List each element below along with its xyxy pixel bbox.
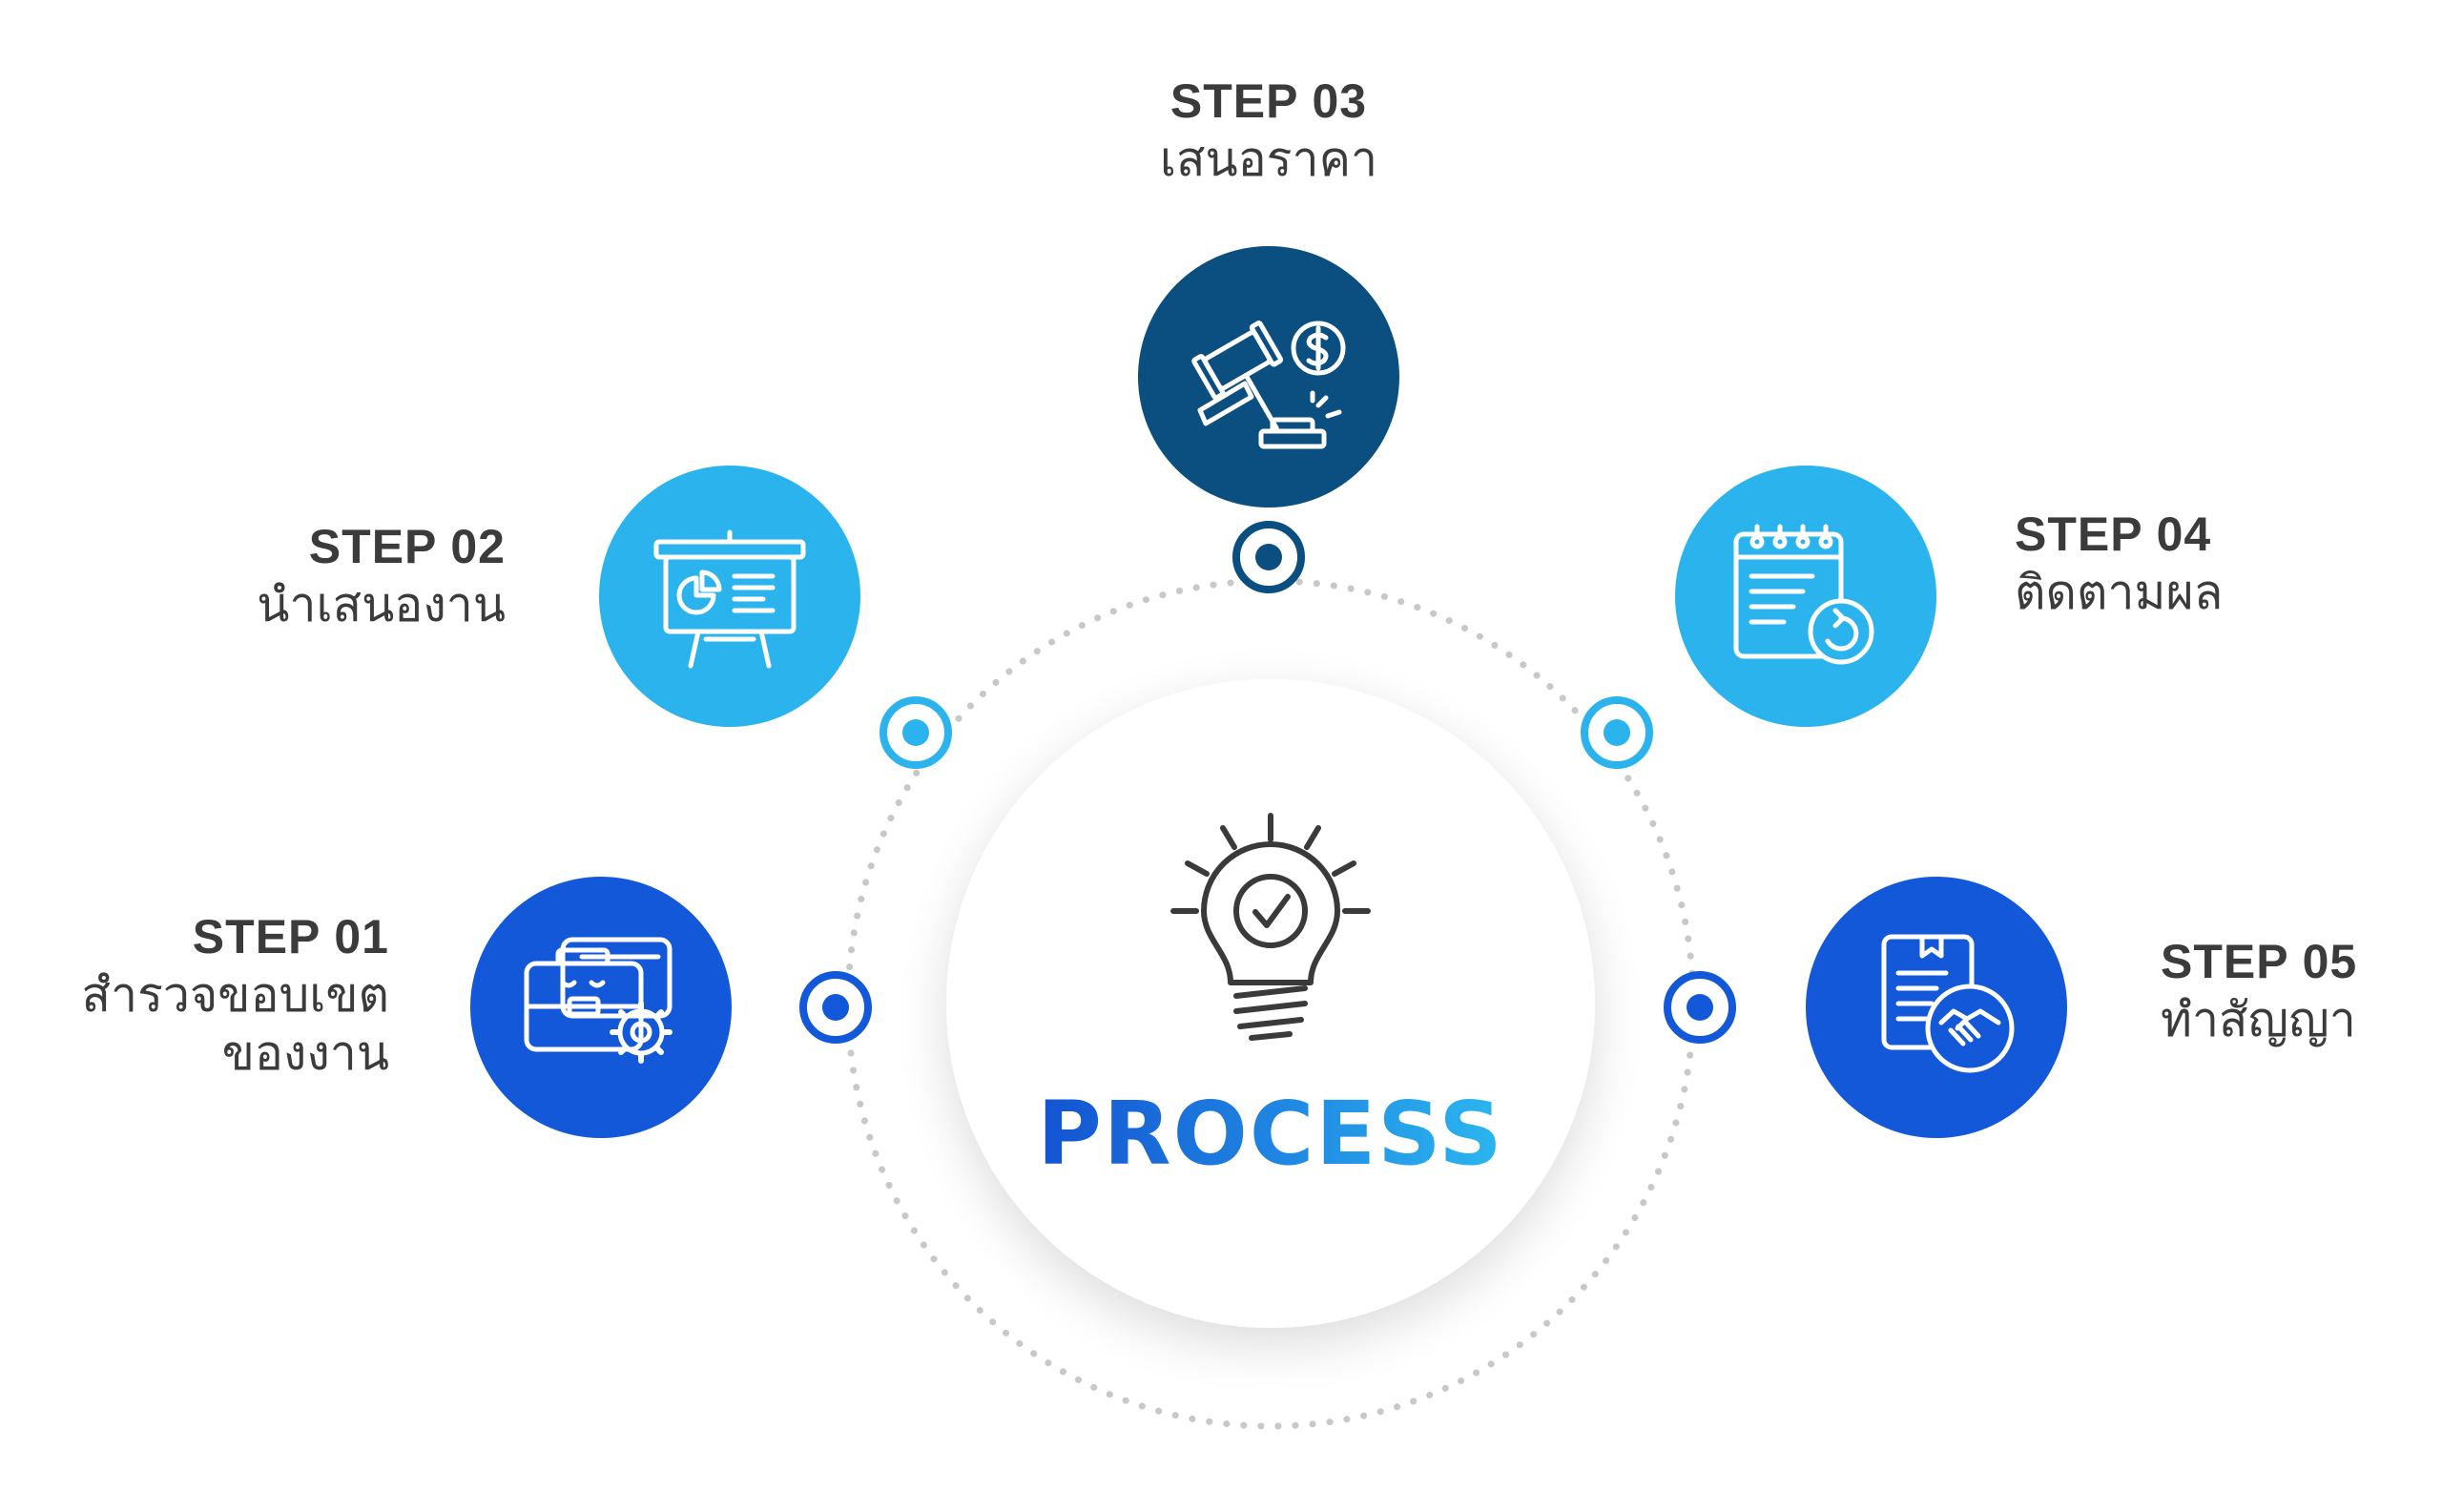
briefcase-gear-icon <box>524 937 673 1064</box>
step-05-badge <box>1806 877 2067 1138</box>
step-02-title: STEP 02 <box>308 520 506 573</box>
center-title: PROCESS <box>1037 1083 1503 1185</box>
step-03-title: STEP 03 <box>1169 74 1368 128</box>
step-03-text: STEP 03 เสนอราคา <box>1078 72 1459 189</box>
step-05-title: STEP 05 <box>2161 935 2358 988</box>
calendar-checklist-icon <box>1733 524 1874 665</box>
node-step-02 <box>880 696 952 769</box>
node-step-05 <box>1664 971 1736 1044</box>
node-step-01 <box>799 971 872 1044</box>
node-step-03 <box>1232 521 1305 593</box>
center-circle <box>946 679 1595 1328</box>
node-step-04 <box>1581 696 1653 769</box>
step-01-title: STEP 01 <box>192 910 389 963</box>
step-02-description: นำเสนองาน <box>257 577 506 632</box>
step-04-title: STEP 04 <box>2015 507 2212 561</box>
contract-handshake-icon <box>1881 934 2015 1073</box>
step-02-text: STEP 02 นำเสนองาน <box>181 518 506 634</box>
step-04-description: ติดตามผล <box>2015 565 2224 620</box>
step-03-badge <box>1138 246 1399 507</box>
step-01-badge <box>470 877 732 1138</box>
step-03-description: เสนอราคา <box>1159 132 1378 187</box>
step-01-text: STEP 01 สำรวจขอบเขต ของงาน <box>38 908 389 1083</box>
step-04-text: STEP 04 ติดตามผล <box>2015 506 2358 622</box>
step-04-badge <box>1675 466 1936 727</box>
step-01-description-line-1: สำรวจขอบเขต <box>81 967 389 1023</box>
presentation-board-icon <box>653 529 806 669</box>
step-01-description-line-2: ของงาน <box>221 1025 389 1081</box>
step-05-text: STEP 05 ทำสัญญา <box>2161 933 2437 1049</box>
step-05-description: ทำสัญญา <box>2161 992 2356 1047</box>
step-02-badge <box>599 466 860 727</box>
auction-gavel-dollar-icon <box>1191 321 1346 449</box>
lightbulb-check-icon <box>1170 813 1371 1041</box>
